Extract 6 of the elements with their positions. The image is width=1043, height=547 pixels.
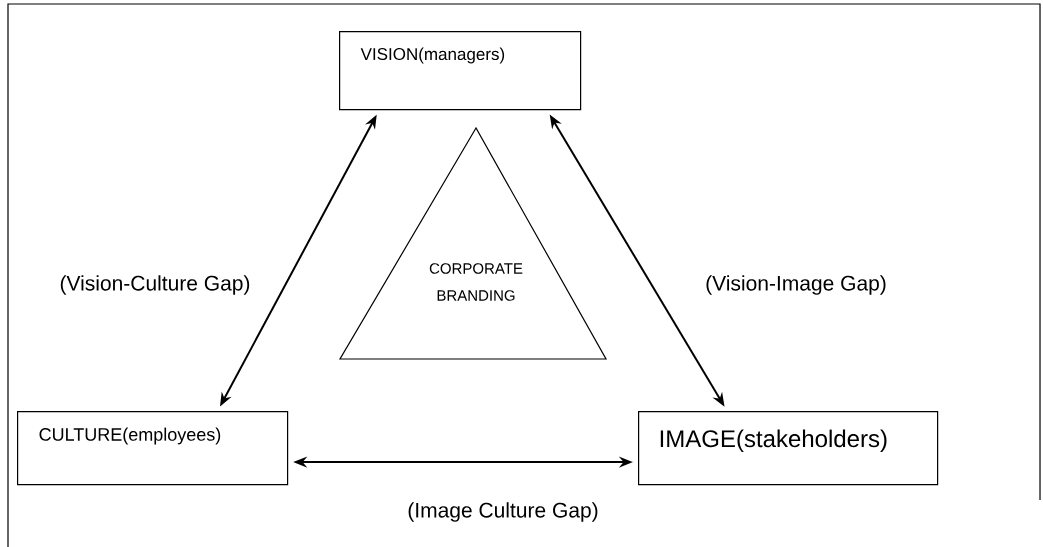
box: CULTURE(employees) [17,411,289,486]
box: IMAGE(stakeholders) [638,411,939,486]
box: VISION(managers) [339,31,582,111]
edge-label: (Vision-Image Gap) [706,275,886,295]
edge-label: (Vision-Culture Gap) [60,275,250,295]
edge-label: (Image Culture Gap) [408,502,598,522]
